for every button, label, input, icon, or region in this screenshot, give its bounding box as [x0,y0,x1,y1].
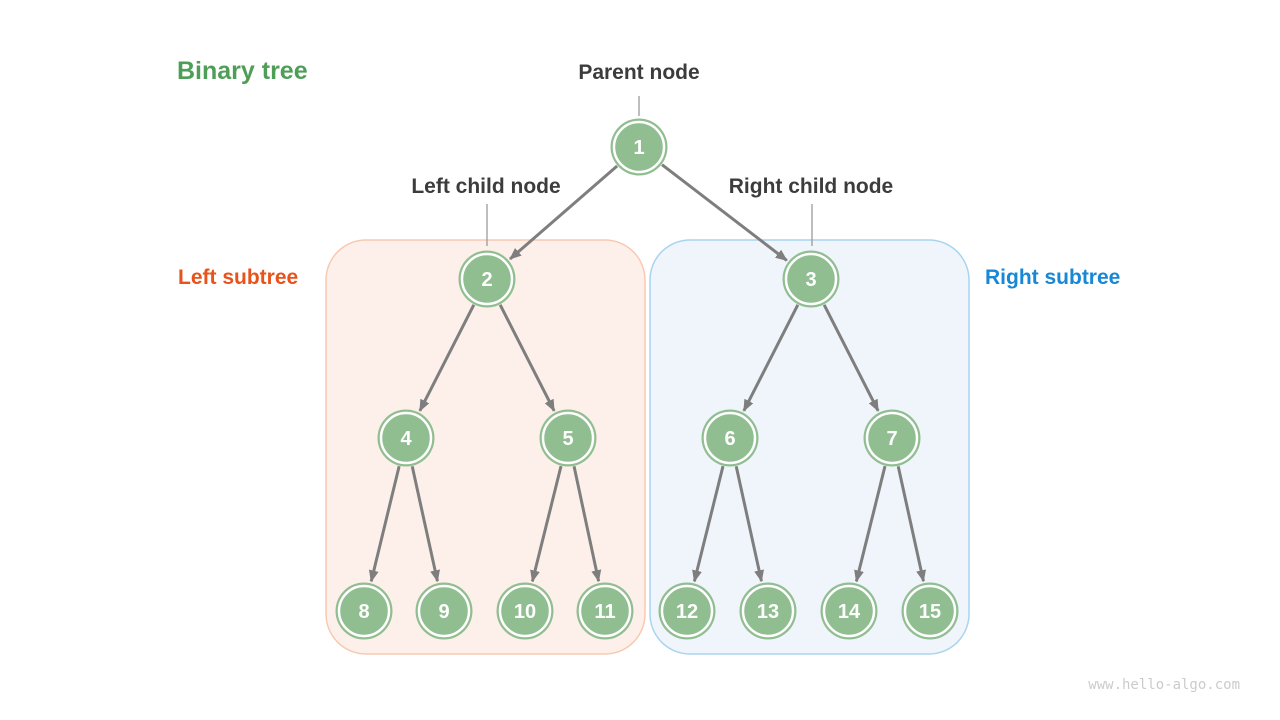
node-ring [337,584,391,638]
node-ring [660,584,714,638]
tree-node-3: 3 [782,250,840,308]
node-value: 1 [633,137,644,159]
edge-4-9 [410,466,440,583]
tree-node-6: 6 [701,409,759,467]
tree-node-12: 12 [658,582,716,640]
node-value: 13 [757,601,779,623]
node-ring [703,411,757,465]
node-ring [903,584,957,638]
node-circle [415,582,473,640]
edge-2-5 [498,304,556,412]
edge-5-10 [530,465,563,583]
node-ring [460,252,514,306]
tree-node-4: 4 [377,409,435,467]
node-value: 10 [514,601,536,623]
node-circle [739,582,797,640]
node-ring [612,120,666,174]
node-circle [539,409,597,467]
node-ring [498,584,552,638]
tree-node-8: 8 [335,582,393,640]
tree-node-1: 1 [610,118,668,176]
node-circle [610,118,668,176]
edge-3-7 [822,304,880,412]
edge-7-14 [854,465,887,583]
node-value: 15 [919,601,941,623]
node-ring [541,411,595,465]
edge-3-6 [742,304,800,412]
node-circle [377,409,435,467]
right-subtree-box [649,239,970,655]
tree-node-9: 9 [415,582,473,640]
tree-node-14: 14 [820,582,878,640]
tree-node-15: 15 [901,582,959,640]
node-circle [458,250,516,308]
tree-node-11: 11 [576,582,634,640]
node-value: 4 [400,428,412,450]
node-value: 2 [481,269,492,291]
parent-node-label: Parent node [578,61,700,84]
node-ring [417,584,471,638]
node-value: 9 [438,601,449,623]
node-circle [496,582,554,640]
node-value: 14 [838,601,861,623]
node-value: 3 [805,269,816,291]
tree-node-5: 5 [539,409,597,467]
tree-node-2: 2 [458,250,516,308]
tree-node-7: 7 [863,409,921,467]
edge-6-13 [734,466,764,583]
node-ring [865,411,919,465]
tree-node-10: 10 [496,582,554,640]
node-value: 12 [676,601,698,623]
edge-4-8 [368,465,401,583]
node-circle [863,409,921,467]
node-circle [576,582,634,640]
node-value: 7 [886,428,897,450]
edge-7-15 [896,466,926,583]
edge-6-12 [692,465,725,583]
left-subtree-box [325,239,646,655]
page-title: Binary tree [177,57,308,85]
node-value: 5 [562,428,573,450]
node-circle [901,582,959,640]
node-ring [784,252,838,306]
watermark: www.hello-algo.com [1088,677,1240,693]
node-ring [741,584,795,638]
node-circle [658,582,716,640]
node-value: 8 [358,601,369,623]
node-circle [701,409,759,467]
node-ring [578,584,632,638]
node-circle [335,582,393,640]
node-ring [822,584,876,638]
left-subtree-label: Left subtree [178,266,299,289]
node-ring [379,411,433,465]
right-child-node-label: Right child node [728,175,894,198]
node-value: 11 [594,601,615,623]
edge-5-11 [572,466,602,583]
edge-2-4 [418,304,476,412]
node-value: 6 [724,428,735,450]
edge-1-3 [661,163,788,262]
edge-1-2 [509,164,619,261]
tree-node-13: 13 [739,582,797,640]
node-circle [782,250,840,308]
node-circle [820,582,878,640]
right-subtree-label: Right subtree [985,266,1121,289]
left-child-node-label: Left child node [411,175,561,198]
